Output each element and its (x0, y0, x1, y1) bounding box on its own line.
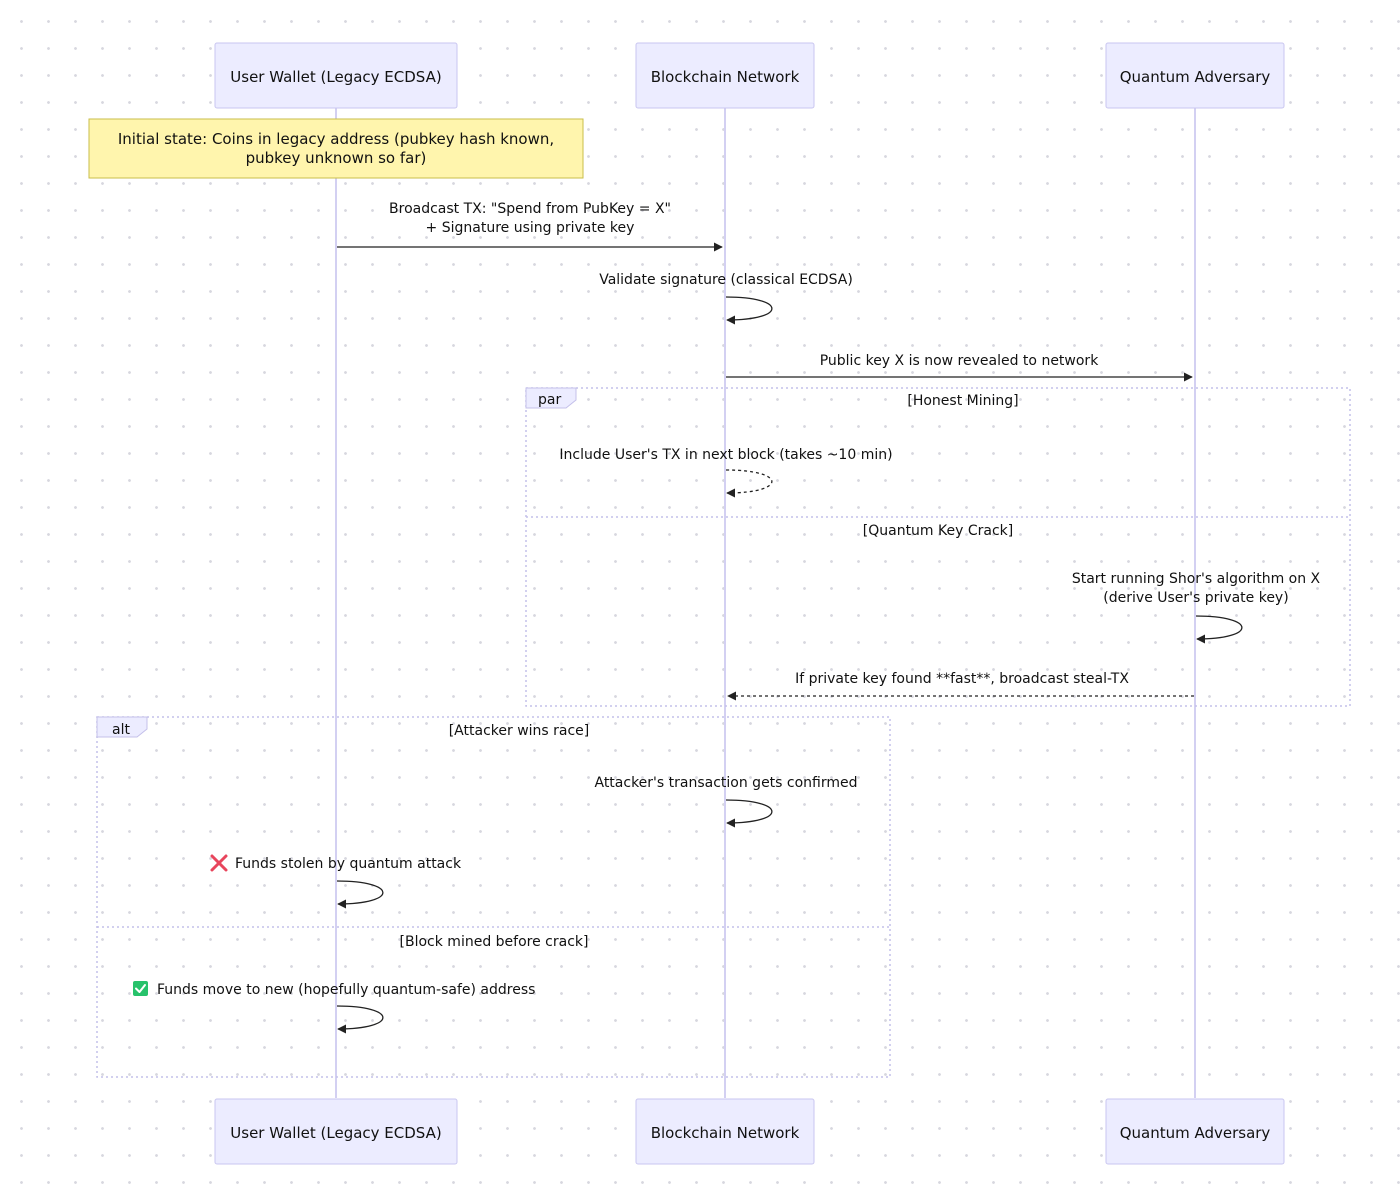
message-shor-algorithm: Start running Shor's algorithm on X (der… (1072, 571, 1321, 644)
actor-user-wallet-top: User Wallet (Legacy ECDSA) (214, 42, 458, 109)
message-funds-stolen: Funds stolen by quantum attack (210, 854, 462, 909)
frame-alt: alt [Attacker wins race] [Block mined be… (96, 716, 891, 1078)
note-line: pubkey unknown so far) (246, 149, 427, 167)
actor-quantum-adversary-top: Quantum Adversary (1105, 42, 1285, 109)
actor-label: User Wallet (Legacy ECDSA) (230, 68, 441, 86)
message-label: Funds stolen by quantum attack (235, 856, 462, 872)
actor-user-wallet-bottom: User Wallet (Legacy ECDSA) (214, 1098, 458, 1165)
self-message-arrow (725, 469, 773, 498)
note-line: Initial state: Coins in legacy address (… (118, 130, 554, 148)
self-message-arrow (1195, 615, 1243, 644)
message-attacker-confirmed: Attacker's transaction gets confirmed (594, 775, 858, 828)
message-include-tx: Include User's TX in next block (takes ~… (559, 447, 893, 498)
actor-quantum-adversary-bottom: Quantum Adversary (1105, 1098, 1285, 1165)
frame-kind-label: par (538, 392, 561, 408)
actor-label: Quantum Adversary (1120, 68, 1271, 86)
message-label: (derive User's private key) (1103, 590, 1288, 606)
self-message-arrow (336, 880, 384, 909)
self-message-arrow (725, 296, 773, 325)
message-label: Include User's TX in next block (takes ~… (559, 447, 892, 463)
message-label: + Signature using private key (426, 220, 635, 236)
message-steal-tx: If private key found **fast**, broadcast… (727, 671, 1194, 701)
message-label: Broadcast TX: "Spend from PubKey = X" (389, 201, 671, 217)
message-broadcast-tx: Broadcast TX: "Spend from PubKey = X" + … (337, 201, 723, 252)
note-initial-state: Initial state: Coins in legacy address (… (88, 118, 584, 179)
frame-section-label: [Quantum Key Crack] (863, 523, 1013, 539)
message-label: Public key X is now revealed to network (820, 353, 1099, 369)
message-label: Start running Shor's algorithm on X (1072, 571, 1321, 587)
frame-section-label: [Honest Mining] (907, 393, 1018, 409)
message-label: Attacker's transaction gets confirmed (594, 775, 857, 791)
message-label: Funds move to new (hopefully quantum-saf… (157, 982, 535, 998)
frame-par: par [Honest Mining] [Quantum Key Crack] (525, 387, 1351, 707)
actor-blockchain-network-bottom: Blockchain Network (635, 1098, 815, 1165)
cross-icon (210, 854, 228, 872)
message-public-key-revealed: Public key X is now revealed to network (726, 353, 1193, 382)
message-funds-move: Funds move to new (hopefully quantum-saf… (133, 981, 535, 1034)
message-validate-signature: Validate signature (classical ECDSA) (599, 272, 853, 325)
actor-label: Blockchain Network (651, 1124, 800, 1142)
actor-label: Quantum Adversary (1120, 1124, 1271, 1142)
check-icon (133, 981, 148, 996)
message-label: If private key found **fast**, broadcast… (795, 671, 1129, 687)
frame-section-label: [Block mined before crack] (400, 934, 589, 950)
self-message-arrow (336, 1005, 384, 1034)
actor-blockchain-network-top: Blockchain Network (635, 42, 815, 109)
frame-section-label: [Attacker wins race] (449, 723, 590, 739)
actor-label: User Wallet (Legacy ECDSA) (230, 1124, 441, 1142)
frame-kind-label: alt (112, 722, 130, 738)
actor-label: Blockchain Network (651, 68, 800, 86)
message-label: Validate signature (classical ECDSA) (599, 272, 853, 288)
self-message-arrow (725, 799, 773, 828)
